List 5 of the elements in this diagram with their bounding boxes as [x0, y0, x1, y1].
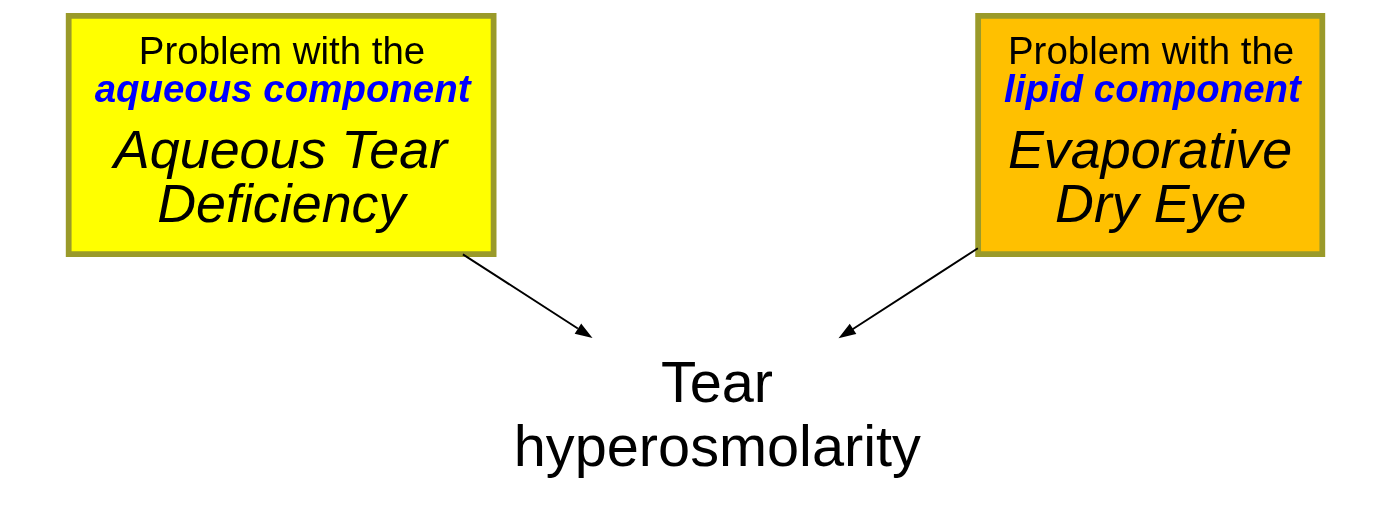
node-text: Tear hyperosmolarity	[513, 350, 921, 478]
node-box: Problem with the lipid component Evaporative Dry Eye	[975, 12, 1326, 258]
node-box: Problem with the aqueous component Aqueous Tear Deficiency	[65, 12, 497, 258]
arrow	[838, 247, 979, 339]
arrow	[461, 253, 593, 339]
